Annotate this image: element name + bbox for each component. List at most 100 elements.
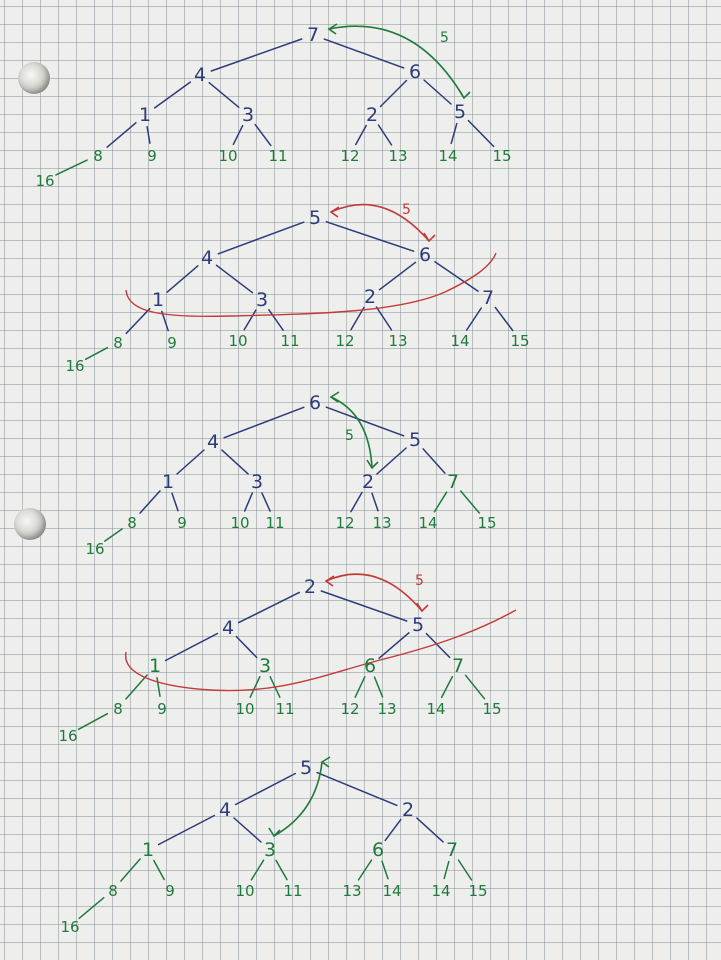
heap-node-label: 3 <box>259 655 271 677</box>
heap-node-label: 2 <box>364 286 376 308</box>
heap-node-label: 2 <box>366 104 378 126</box>
heap-node-label: 16 <box>65 357 84 375</box>
heap-node-label: 14 <box>431 882 450 900</box>
swap-step-label: 5 <box>440 30 449 46</box>
heap-node-label: 6 <box>309 392 321 414</box>
heap-node-label: 2 <box>304 576 316 598</box>
heap-node-label: 7 <box>307 24 319 46</box>
heap-node-label: 6 <box>364 655 376 677</box>
swap-step-label: 5 <box>402 202 411 218</box>
heap-node-label: 3 <box>251 471 263 493</box>
heap-node-label: 8 <box>113 334 123 352</box>
heap-node-label: 3 <box>242 104 254 126</box>
heap-node-label: 4 <box>219 799 231 821</box>
heap-node-label: 5 <box>409 429 421 451</box>
heap-node-label: 5 <box>454 101 466 123</box>
heap-node-label: 2 <box>402 799 414 821</box>
heap-node-label: 15 <box>510 332 529 350</box>
heap-node-label: 14 <box>382 882 401 900</box>
heap-node-label: 7 <box>446 839 458 861</box>
heap-node-label: 13 <box>388 147 407 165</box>
heap-node-label: 11 <box>265 514 284 532</box>
heap-node-label: 12 <box>335 514 354 532</box>
heap-node-label: 5 <box>309 207 321 229</box>
swap-step-label: 5 <box>345 428 354 444</box>
heap-node-label: 3 <box>256 289 268 311</box>
heap-node-label: 13 <box>377 700 396 718</box>
heap-node-label: 10 <box>228 332 247 350</box>
heap-node-label: 12 <box>340 147 359 165</box>
heap-node-label: 15 <box>477 514 496 532</box>
heap-node-label: 16 <box>60 918 79 936</box>
heap-node-label: 16 <box>85 540 104 558</box>
heap-node-label: 10 <box>235 882 254 900</box>
heap-node-label: 6 <box>419 244 431 266</box>
heap-node-label: 1 <box>139 104 151 126</box>
heap-node-label: 12 <box>340 700 359 718</box>
heap-node-label: 7 <box>452 655 464 677</box>
heap-node-label: 12 <box>335 332 354 350</box>
heap-node-label: 13 <box>388 332 407 350</box>
heap-node-label: 14 <box>418 514 437 532</box>
heap-node-label: 9 <box>147 147 157 165</box>
heap-node-label: 14 <box>450 332 469 350</box>
sorted-boundary-curve <box>125 252 497 318</box>
heap-node-label: 1 <box>149 655 161 677</box>
swap-arrow <box>329 391 379 470</box>
sorted-boundary-curve <box>125 609 517 692</box>
heap-node-label: 1 <box>152 289 164 311</box>
heap-node-label: 1 <box>142 839 154 861</box>
heap-node-label: 11 <box>268 147 287 165</box>
swap-arrow <box>327 23 471 100</box>
swap-step-label: 5 <box>415 573 424 589</box>
heap-node-label: 10 <box>235 700 254 718</box>
heap-node-label: 4 <box>194 64 206 86</box>
heap-node-label: 4 <box>201 247 213 269</box>
swap-arrow <box>324 573 429 613</box>
heap-node-label: 2 <box>362 471 374 493</box>
heap-node-label: 13 <box>372 514 391 532</box>
heap-node-label: 9 <box>177 514 187 532</box>
heap-node-label: 14 <box>426 700 445 718</box>
heap-node-label: 9 <box>167 334 177 352</box>
heap-node-label: 4 <box>207 431 219 453</box>
heap-node-label: 15 <box>482 700 501 718</box>
heap-node-label: 9 <box>165 882 175 900</box>
heap-node-label: 16 <box>35 172 54 190</box>
swap-arrow <box>268 756 331 838</box>
heap-node-label: 8 <box>93 147 103 165</box>
heap-node-label: 7 <box>482 287 494 309</box>
heap-node-label: 15 <box>492 147 511 165</box>
heap-node-label: 1 <box>162 471 174 493</box>
heap-node-label: 13 <box>342 882 361 900</box>
heap-node-label: 8 <box>127 514 137 532</box>
heap-node-label: 14 <box>438 147 457 165</box>
heap-node-label: 7 <box>447 471 459 493</box>
heap-node-label: 11 <box>283 882 302 900</box>
heap-node-label: 10 <box>218 147 237 165</box>
heap-node-label: 6 <box>409 61 421 83</box>
heap-node-label: 9 <box>157 700 167 718</box>
heap-node-label: 5 <box>412 614 424 636</box>
heap-node-label: 11 <box>280 332 299 350</box>
heap-node-label: 8 <box>113 700 123 718</box>
heap-node-label: 11 <box>275 700 294 718</box>
heap-node-label: 15 <box>468 882 487 900</box>
heap-node-label: 5 <box>300 757 312 779</box>
heap-node-label: 3 <box>264 839 276 861</box>
heap-node-label: 10 <box>230 514 249 532</box>
binder-punch-hole <box>18 62 50 94</box>
heap-node-label: 8 <box>108 882 118 900</box>
swap-arrow <box>329 203 436 243</box>
heap-node-label: 6 <box>372 839 384 861</box>
heap-node-label: 4 <box>222 617 234 639</box>
heap-node-label: 16 <box>58 727 77 745</box>
binder-punch-hole <box>14 508 46 540</box>
